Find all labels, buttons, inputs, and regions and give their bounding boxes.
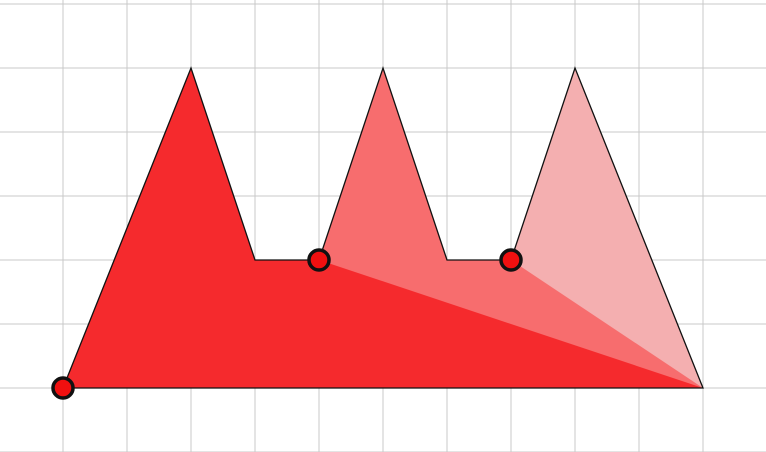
vertex-point-middle-2[interactable]: [499, 248, 523, 272]
medium-triangle-region: [255, 68, 703, 388]
shape-outline: [62, 65, 704, 389]
dark-triangle-region: [63, 68, 703, 388]
vertex-point-middle-1[interactable]: [307, 248, 331, 272]
light-triangle-region: [447, 68, 703, 388]
vertex-point-left[interactable]: [51, 376, 75, 400]
